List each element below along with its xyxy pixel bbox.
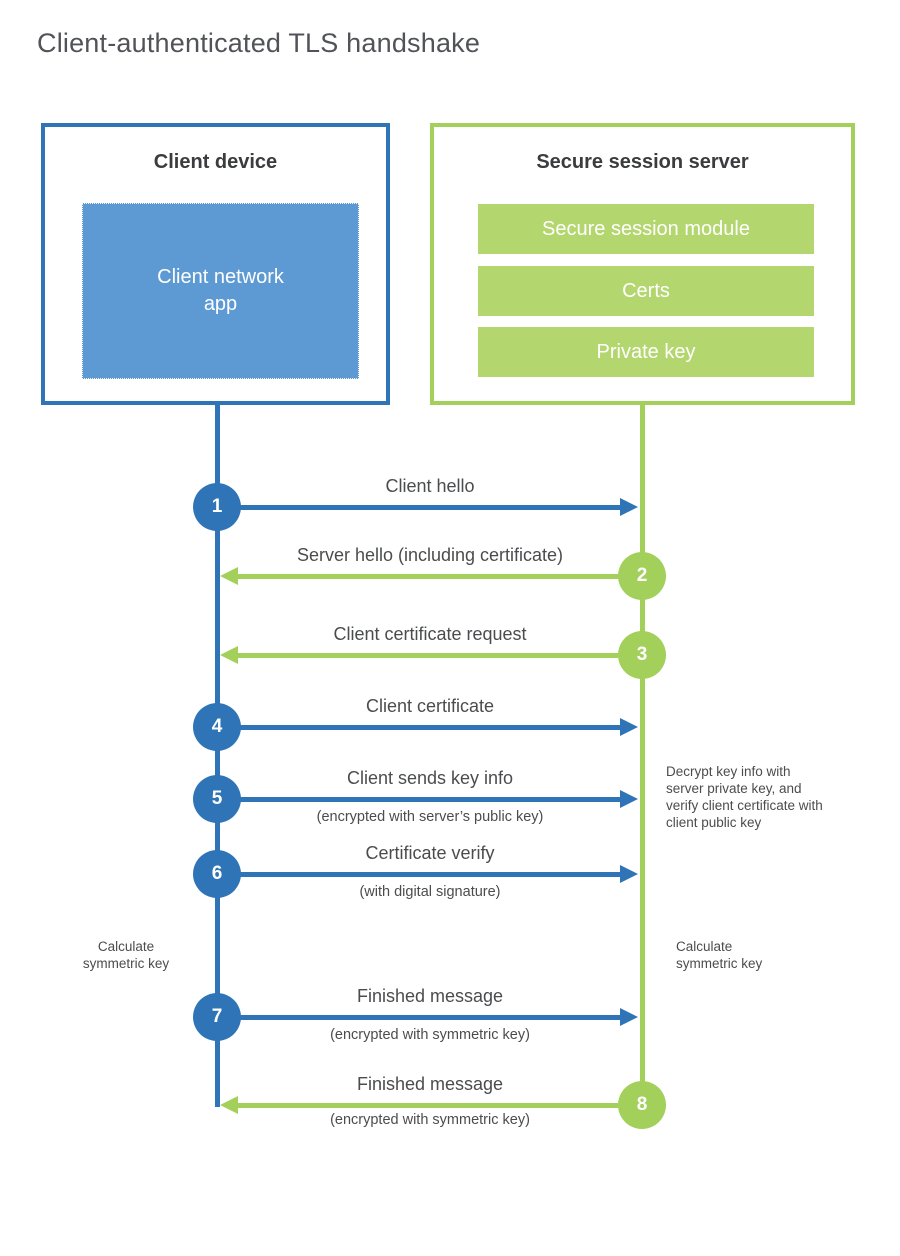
step-2-label: Server hello (including certificate) xyxy=(296,545,564,565)
step-3-badge: 3 xyxy=(618,631,666,679)
step-6-label: Certificate verify xyxy=(365,843,495,863)
step-3-label: Client certificate request xyxy=(333,624,527,644)
step-5-sublabel: (encrypted with server’s public key) xyxy=(316,809,544,825)
step-6-arrow-shaft xyxy=(240,872,620,877)
step-3-arrowhead-icon xyxy=(220,646,238,664)
step-4-label: Client certificate xyxy=(365,696,495,716)
server-module-certs: Certs xyxy=(478,266,814,316)
step-7-sublabel: (encrypted with symmetric key) xyxy=(330,1027,530,1043)
step-1-badge: 1 xyxy=(193,483,241,531)
note-calc-symmetric-key-client: Calculate symmetric key xyxy=(82,939,170,971)
client-lifeline xyxy=(215,405,220,1107)
step-5-label: Client sends key info xyxy=(346,768,514,788)
step-7-arrowhead-icon xyxy=(620,1008,638,1026)
step-6-badge: 6 xyxy=(193,850,241,898)
step-1-arrow-shaft xyxy=(240,505,620,510)
step-4-badge: 4 xyxy=(193,703,241,751)
server-module-private-key: Private key xyxy=(478,327,814,377)
step-5-arrowhead-icon xyxy=(620,790,638,808)
client-device-box: Client device Client network app xyxy=(41,123,390,405)
step-2-arrowhead-icon xyxy=(220,567,238,585)
server-box: Secure session server Secure session mod… xyxy=(430,123,855,405)
step-7-arrow-shaft xyxy=(240,1015,620,1020)
client-network-app-box: Client network app xyxy=(82,203,359,379)
step-6-sublabel: (with digital signature) xyxy=(359,884,501,900)
step-7-label: Finished message xyxy=(356,986,504,1006)
client-device-title: Client device xyxy=(153,151,278,173)
note-decrypt-key-info: Decrypt key info with server private key… xyxy=(666,764,823,830)
step-4-arrow-shaft xyxy=(240,725,620,730)
client-network-app-label: Client network app xyxy=(157,266,284,315)
server-module-secure-session: Secure session module xyxy=(478,204,814,254)
step-1-arrowhead-icon xyxy=(620,498,638,516)
step-8-badge: 8 xyxy=(618,1081,666,1129)
server-title: Secure session server xyxy=(536,151,749,173)
step-8-arrow-shaft xyxy=(238,1103,618,1108)
step-5-arrow-shaft xyxy=(240,797,620,802)
step-8-arrowhead-icon xyxy=(220,1096,238,1114)
step-1-label: Client hello xyxy=(385,476,475,496)
step-4-arrowhead-icon xyxy=(620,718,638,736)
page-title: Client-authenticated TLS handshake xyxy=(37,28,481,58)
step-8-sublabel: (encrypted with symmetric key) xyxy=(330,1112,530,1128)
step-2-badge: 2 xyxy=(618,552,666,600)
step-8-label: Finished message xyxy=(356,1074,504,1094)
step-5-badge: 5 xyxy=(193,775,241,823)
note-calc-symmetric-key-server: Calculate symmetric key xyxy=(676,939,763,971)
step-3-arrow-shaft xyxy=(238,653,618,658)
step-7-badge: 7 xyxy=(193,993,241,1041)
step-6-arrowhead-icon xyxy=(620,865,638,883)
step-2-arrow-shaft xyxy=(238,574,618,579)
server-lifeline xyxy=(640,405,645,1105)
